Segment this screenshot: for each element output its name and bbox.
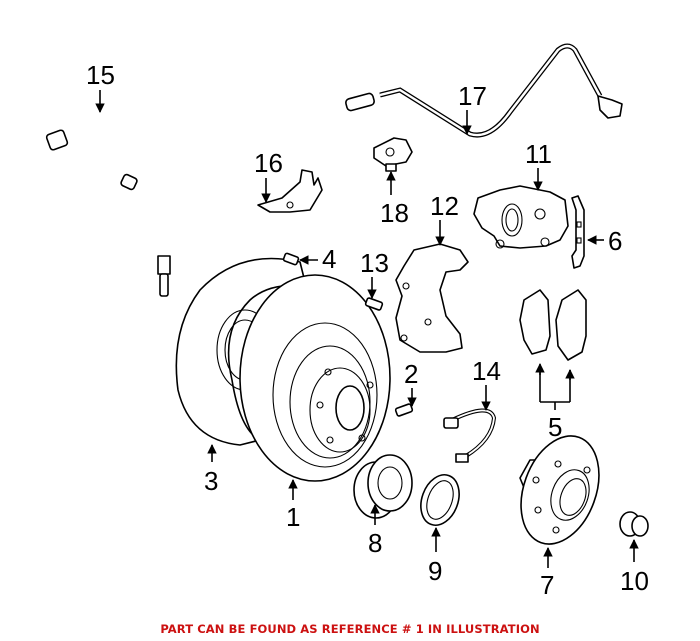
callout-14[interactable]: 14 — [472, 356, 501, 386]
callout-13[interactable]: 13 — [360, 248, 389, 278]
abs-sensor-part[interactable] — [345, 43, 623, 138]
brake-pads-part[interactable] — [519, 289, 587, 361]
callout-4[interactable]: 4 — [322, 244, 336, 274]
shield-bolt-part[interactable] — [282, 252, 300, 266]
brake-caliper-part[interactable] — [473, 185, 569, 249]
callout-2[interactable]: 2 — [404, 359, 418, 389]
callout-labels: 15 17 11 16 18 12 6 4 13 2 14 5 3 1 8 9 … — [86, 60, 649, 600]
callout-12[interactable]: 12 — [430, 191, 459, 221]
sensor-connector-part[interactable] — [373, 137, 413, 172]
callout-5[interactable]: 5 — [548, 412, 562, 442]
snap-ring-part[interactable] — [414, 469, 466, 530]
callout-6[interactable]: 6 — [608, 226, 622, 256]
hose-bracket-part[interactable] — [257, 169, 323, 213]
callout-17[interactable]: 17 — [458, 81, 487, 111]
pad-wear-sensor-part[interactable] — [443, 408, 497, 463]
callout-10[interactable]: 10 — [620, 566, 649, 596]
rotor-bolt-part[interactable] — [394, 403, 414, 417]
wheel-bearing-part[interactable] — [353, 454, 413, 519]
callout-7[interactable]: 7 — [540, 570, 554, 600]
callout-9[interactable]: 9 — [428, 556, 442, 586]
caliper-clip-part[interactable] — [571, 195, 585, 269]
callout-3[interactable]: 3 — [204, 466, 218, 496]
axle-nut-part[interactable] — [619, 511, 649, 537]
callout-16[interactable]: 16 — [254, 148, 283, 178]
caliper-bracket-part[interactable] — [395, 243, 469, 353]
callout-18[interactable]: 18 — [380, 198, 409, 228]
bracket-bolt-part[interactable] — [364, 297, 384, 311]
wheel-hub-part[interactable] — [507, 425, 613, 555]
leader-lines — [95, 90, 639, 568]
callout-15[interactable]: 15 — [86, 60, 115, 90]
brake-rotor-part[interactable] — [239, 274, 391, 482]
brake-hose-part[interactable] — [45, 113, 171, 297]
callout-11[interactable]: 11 — [525, 139, 552, 169]
callout-1[interactable]: 1 — [286, 502, 300, 532]
callout-8[interactable]: 8 — [368, 528, 382, 558]
reference-note: PART CAN BE FOUND AS REFERENCE # 1 IN IL… — [160, 622, 540, 636]
